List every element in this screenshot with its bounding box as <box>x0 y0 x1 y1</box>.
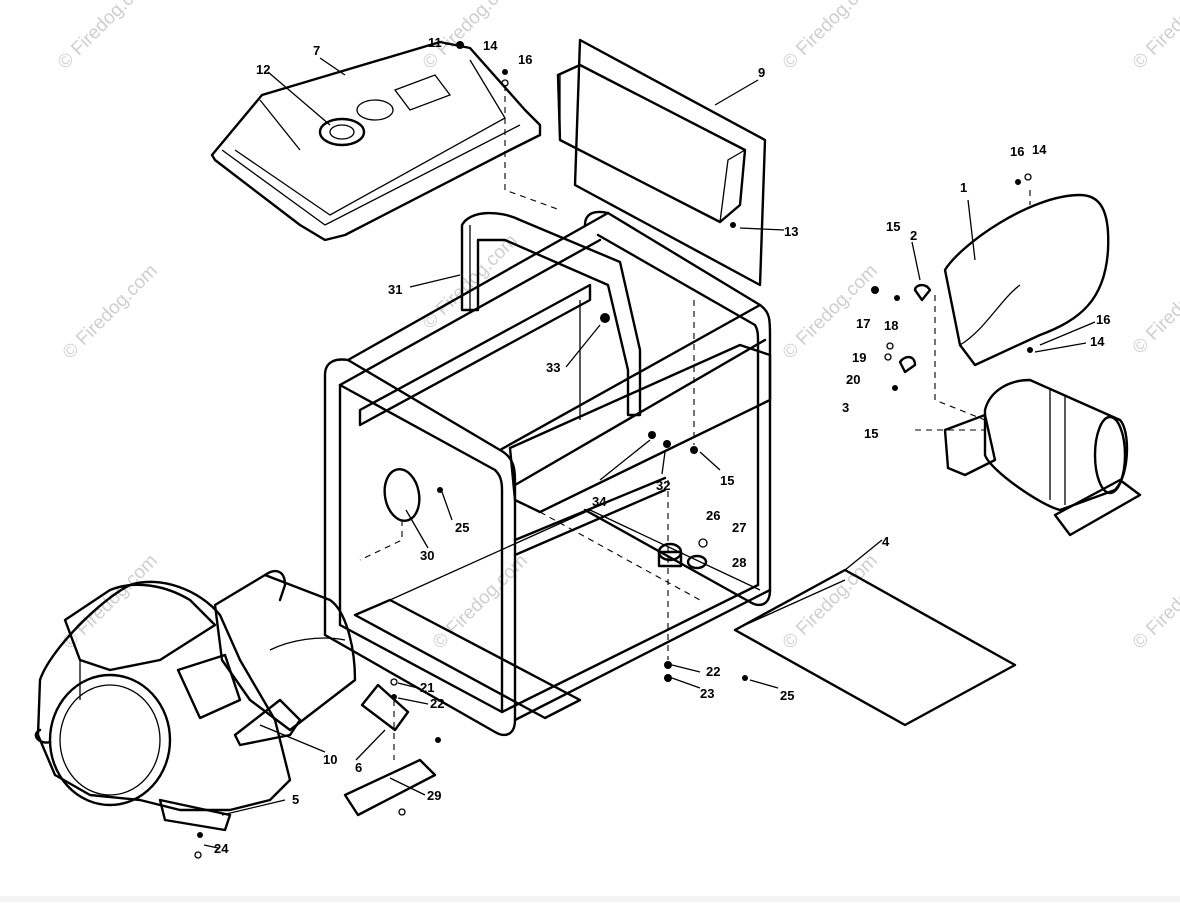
callout-17: 17 <box>856 316 870 331</box>
callout-30: 30 <box>420 548 434 563</box>
main-frame <box>323 210 772 736</box>
callout-5: 5 <box>292 792 299 807</box>
callout-1: 1 <box>960 180 967 195</box>
footer-strip <box>0 896 1180 902</box>
watermark: © Firedog.com <box>59 550 162 653</box>
misc-fasteners <box>456 41 736 228</box>
callout-16-right-top: 16 <box>1010 144 1024 159</box>
callout-12: 12 <box>256 62 270 77</box>
mounting-hardware-right <box>871 173 1033 391</box>
callout-16-right: 16 <box>1096 312 1110 327</box>
callout-3: 3 <box>842 400 849 415</box>
callout-7: 7 <box>313 43 320 58</box>
watermark: © Firedog.com <box>54 0 157 74</box>
watermark: © Firedog.com <box>779 260 882 363</box>
access-cover <box>359 468 443 561</box>
callout-6: 6 <box>355 760 362 775</box>
callout-22-left: 22 <box>430 696 444 711</box>
watermark: © Firedog.com <box>1129 0 1180 74</box>
control-box <box>556 38 767 287</box>
callout-15-b: 15 <box>864 426 878 441</box>
callout-9: 9 <box>758 65 765 80</box>
watermark: © Firedog.com <box>779 550 882 653</box>
callout-27: 27 <box>732 520 746 535</box>
callout-2: 2 <box>910 228 917 243</box>
callout-21: 21 <box>420 680 434 695</box>
watermark: © Firedog.com <box>429 550 532 653</box>
callout-4: 4 <box>882 534 890 549</box>
callout-34: 34 <box>592 494 607 509</box>
callout-labels: 1 2 3 4 5 6 7 9 10 11 12 13 14 14 14 15 … <box>214 35 1110 856</box>
alternator <box>915 193 1142 537</box>
base-plate <box>733 568 1017 727</box>
callout-25-right: 25 <box>780 688 794 703</box>
callout-16-top: 16 <box>518 52 532 67</box>
fuel-tank <box>210 40 542 242</box>
callout-25-left: 25 <box>455 520 469 535</box>
callout-14-top: 14 <box>483 38 498 53</box>
callout-31: 31 <box>388 282 402 297</box>
callout-24: 24 <box>214 841 229 856</box>
callout-33: 33 <box>546 360 560 375</box>
callout-22-center: 22 <box>706 664 720 679</box>
callout-11: 11 <box>428 35 442 50</box>
watermark: © Firedog.com <box>1129 255 1180 358</box>
callout-14-right: 14 <box>1090 334 1105 349</box>
callout-20: 20 <box>846 372 860 387</box>
leader-lines <box>203 43 1096 849</box>
callout-19: 19 <box>852 350 866 365</box>
watermark: © Firedog.com <box>1129 550 1180 653</box>
callout-10: 10 <box>323 752 337 767</box>
vibration-mount <box>600 300 708 682</box>
engine-adapter <box>213 569 357 747</box>
callout-23: 23 <box>700 686 714 701</box>
callout-28: 28 <box>732 555 746 570</box>
callout-32: 32 <box>656 478 670 493</box>
engine <box>34 580 292 859</box>
callout-15-a: 15 <box>886 219 900 234</box>
watermark: © Firedog.com <box>779 0 882 74</box>
callout-13: 13 <box>784 224 798 239</box>
watermark: © Firedog.com <box>59 260 162 363</box>
callout-14-right-top: 14 <box>1032 142 1047 157</box>
callout-26: 26 <box>706 508 720 523</box>
lift-handle <box>460 211 642 417</box>
mount-brackets <box>343 678 441 817</box>
callout-29: 29 <box>427 788 441 803</box>
callout-15-c: 15 <box>720 473 734 488</box>
callout-18: 18 <box>884 318 898 333</box>
